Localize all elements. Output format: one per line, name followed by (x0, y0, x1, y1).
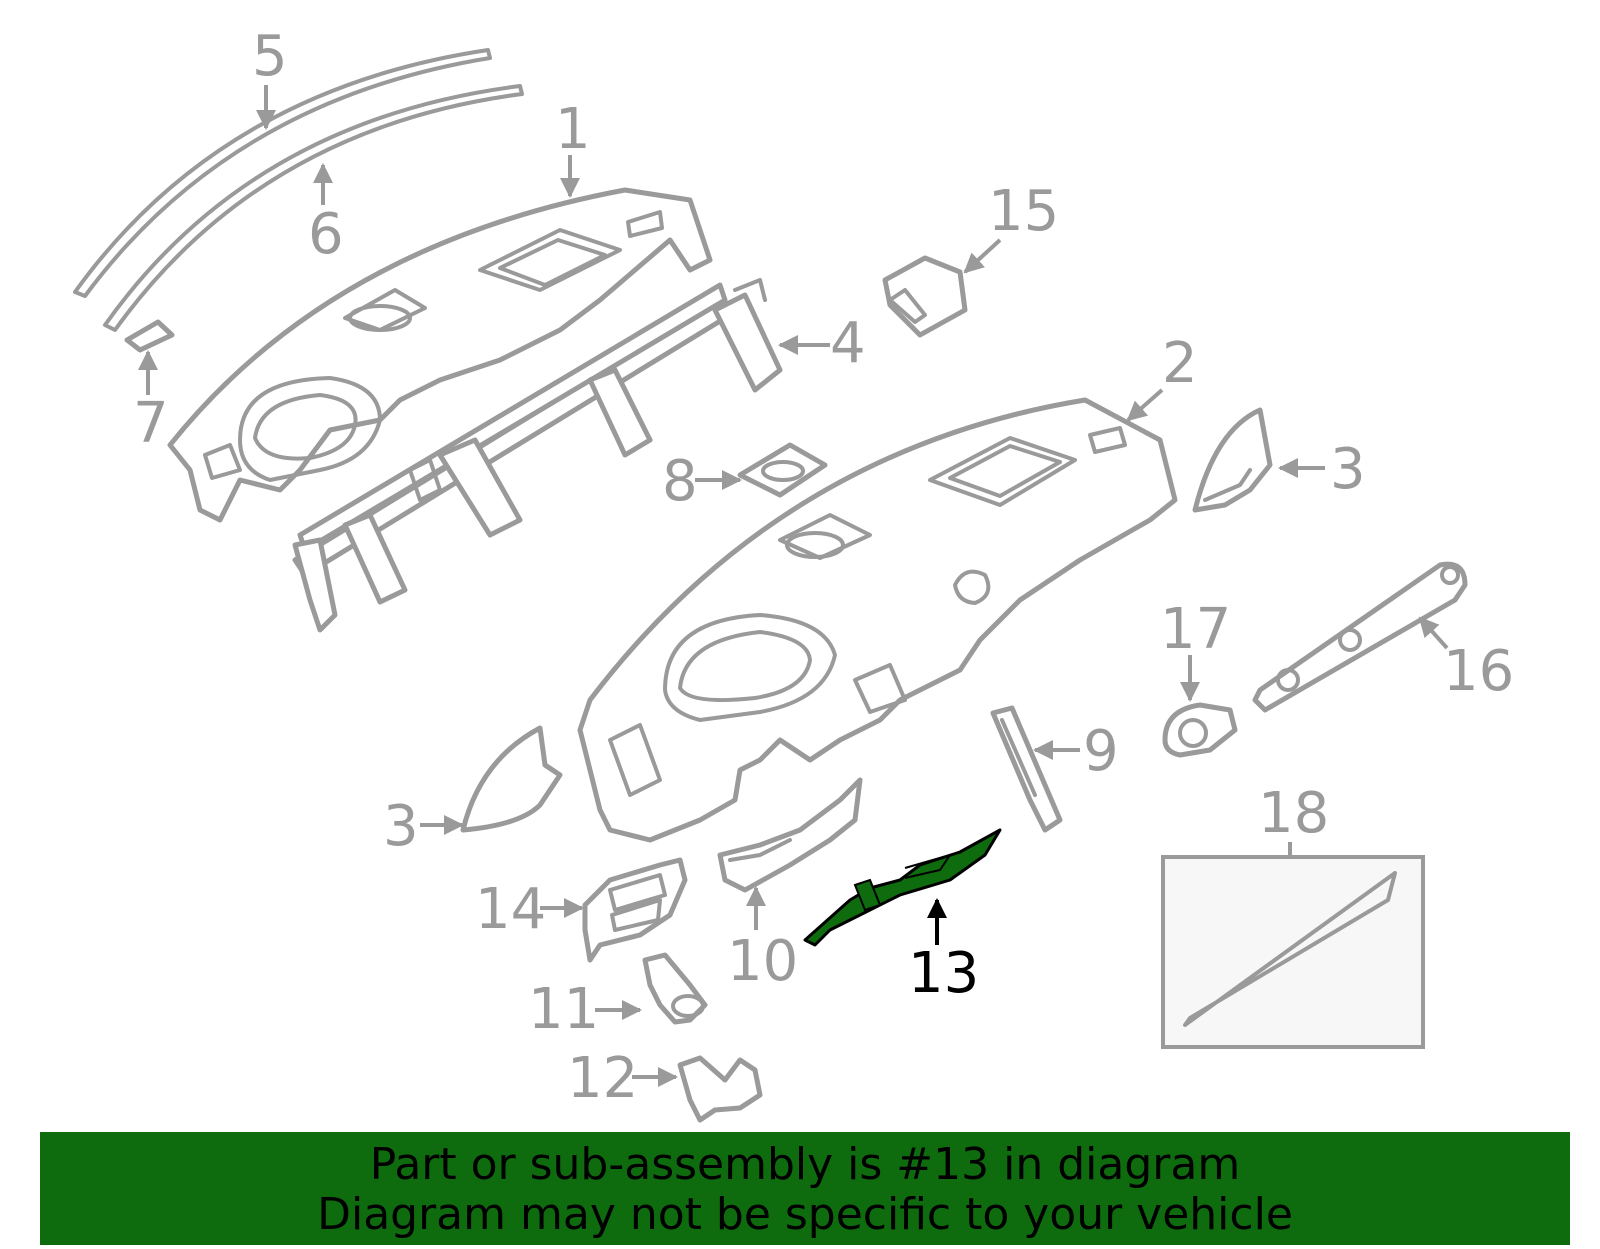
label-part-8: 8 (662, 449, 698, 514)
label-part-7: 7 (133, 391, 169, 456)
label-part-4: 4 (830, 311, 866, 376)
part-7-clip (124, 319, 175, 353)
part-1-instrument-panel (167, 187, 713, 523)
banner-line-1: Part or sub-assembly is #13 in diagram (369, 1139, 1241, 1190)
label-part-1: 1 (555, 97, 591, 162)
part-3-end-panel-right (1192, 407, 1273, 513)
banner-line-2: Diagram may not be specific to your vehi… (317, 1189, 1293, 1240)
part-6-strip (103, 84, 524, 332)
label-part-6: 6 (308, 202, 344, 267)
label-part-2: 2 (1162, 331, 1198, 396)
part-16-trim (1252, 561, 1468, 713)
part-8-grille (737, 442, 828, 498)
label-part-16: 16 (1443, 639, 1514, 704)
part-5-strip (73, 48, 492, 298)
label-part-14: 14 (475, 877, 546, 942)
leader-arrows (138, 85, 1449, 1087)
part-11-switch (642, 952, 708, 1025)
part-4-cross-car-beam (292, 278, 783, 633)
part-12-bracket (677, 1055, 763, 1123)
label-part-9: 9 (1083, 719, 1119, 784)
label-part-5: 5 (252, 24, 288, 89)
info-banner: Part or sub-assembly is #13 in diagram D… (40, 1132, 1570, 1245)
label-part-3-right: 3 (1330, 437, 1366, 502)
part-15-vent (882, 255, 968, 338)
label-part-12: 12 (567, 1046, 638, 1111)
label-part-10: 10 (727, 929, 798, 994)
part-18-inset (1161, 855, 1425, 1049)
label-part-3-left: 3 (383, 794, 419, 859)
part-3-end-panel-left (460, 725, 563, 833)
label-part-18: 18 (1258, 781, 1329, 846)
label-part-11: 11 (528, 977, 599, 1042)
part-14-switch-panel (582, 857, 688, 963)
label-part-17: 17 (1160, 597, 1231, 662)
label-part-15: 15 (988, 179, 1059, 244)
part-13-lower-trim-highlighted (803, 828, 1002, 947)
part-17-bezel (1162, 702, 1238, 758)
part-10-bracket (717, 777, 863, 893)
part-9-trim (990, 705, 1063, 833)
label-part-13: 13 (908, 941, 979, 1006)
part-2-instrument-panel (577, 397, 1178, 843)
